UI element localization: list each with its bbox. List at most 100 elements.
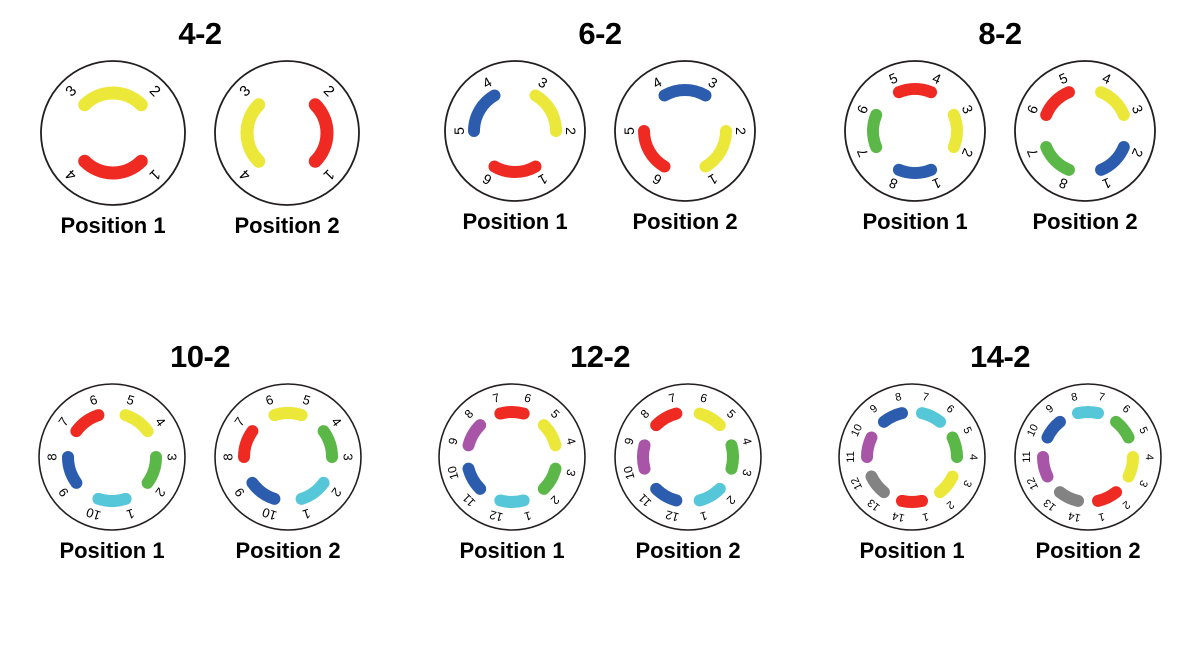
dial-outline-circle: [614, 382, 762, 531]
dial-arc-blue: [1041, 415, 1066, 443]
dial-arc-blue: [658, 84, 712, 102]
dial-arc-red: [494, 405, 530, 420]
dial-slot-number: 10: [1025, 422, 1041, 438]
dial-outline-circle: [214, 382, 362, 531]
panel-title: 6-2: [578, 16, 622, 51]
dial-arc-purple: [861, 430, 878, 463]
dial-arc-green: [725, 438, 739, 475]
dial-caption: Position 2: [234, 213, 340, 238]
dial-arc-red: [78, 154, 148, 180]
dial-slot-number: 1: [301, 505, 313, 522]
dial-arc-blue: [468, 89, 501, 137]
dial-slot-number: 10: [621, 464, 638, 481]
dial-slot-number: 5: [301, 391, 313, 408]
dial-arc-yellow: [1122, 450, 1139, 483]
dial-slot-number: 8: [221, 453, 236, 460]
dial-arc-cyan: [916, 406, 947, 428]
dial-caption: Position 1: [59, 537, 165, 563]
dial-slot-number: 6: [88, 391, 100, 408]
dial-caption: Position 2: [1035, 537, 1141, 563]
dial-arc-purple: [1037, 450, 1054, 483]
dial-arc-yellow: [537, 418, 562, 451]
dial-arc-purple: [637, 438, 651, 475]
dial-slot-number: 2: [733, 127, 749, 135]
dial-slot-number: 6: [523, 390, 533, 405]
dial-slot-number: 7: [667, 390, 677, 405]
dial-arc-yellow: [934, 470, 959, 498]
dial-arc-cyan: [295, 476, 330, 505]
dial-arc-cyan: [693, 482, 726, 506]
dial-slot-number: 3: [563, 467, 578, 477]
dial-slot-number: 6: [264, 391, 276, 408]
dial-arc-yellow: [268, 406, 308, 421]
dial-arc-blue: [462, 462, 487, 495]
dial-outline-circle: [614, 60, 756, 202]
dial-arc-blue: [1095, 141, 1130, 176]
dial-slot-number: 9: [621, 435, 636, 445]
dial-arc-blue: [650, 482, 683, 506]
dial-slot-number: 13: [865, 496, 882, 513]
dial-slot-number: 10: [445, 464, 462, 481]
dial-slot-number: 8: [45, 453, 60, 460]
dial-arc-green: [867, 108, 883, 154]
dial-arc-cyan: [494, 493, 530, 508]
dial-arc-yellow: [693, 407, 726, 431]
dial-arc-blue: [246, 476, 281, 505]
dial-slot-number: 5: [960, 425, 973, 436]
dial-slot-number: 1: [698, 508, 708, 523]
panel-title: 14-2: [969, 338, 1031, 374]
dial-arc-yellow: [119, 408, 154, 437]
dial-slot-number: 7: [921, 390, 930, 403]
dial-arc-green: [1110, 415, 1135, 443]
dial-arc-cyan: [1071, 405, 1105, 419]
dial-slot-number: 4: [1143, 453, 1155, 459]
dial-arc-red: [238, 424, 259, 463]
dial-slot-number: 1: [522, 508, 532, 523]
dial-outline-circle: [438, 382, 586, 531]
dial-slot-number: 5: [451, 127, 467, 135]
dial-arc-red: [650, 407, 683, 431]
dial-outline-circle: [844, 60, 986, 202]
dial-outline-circle: [838, 382, 986, 531]
dial-arc-green: [946, 430, 963, 463]
dial-arc-yellow: [240, 98, 266, 168]
dial-slot-number: 2: [563, 127, 579, 135]
dial-arc-red: [488, 160, 542, 178]
dial-arc-gray: [1053, 485, 1084, 507]
dial-slot-number: 12: [849, 475, 865, 491]
dial-slot-number: 5: [621, 127, 637, 135]
dial-outline-circle: [1014, 60, 1156, 202]
dial-arc-yellow: [1095, 86, 1130, 121]
dial-arc-cyan: [92, 492, 132, 507]
dial-slot-number: 1: [1097, 509, 1106, 522]
dial-arc-green: [317, 424, 338, 463]
dial-slot-number: 3: [960, 478, 973, 489]
dial-arc-yellow: [699, 125, 732, 173]
dial-slot-number: 1: [921, 509, 930, 522]
dial-slot-number: 8: [894, 390, 903, 403]
dial-slot-number: 3: [739, 467, 754, 477]
dial-slot-number: 9: [445, 435, 460, 445]
dial-arc-yellow: [529, 89, 562, 137]
